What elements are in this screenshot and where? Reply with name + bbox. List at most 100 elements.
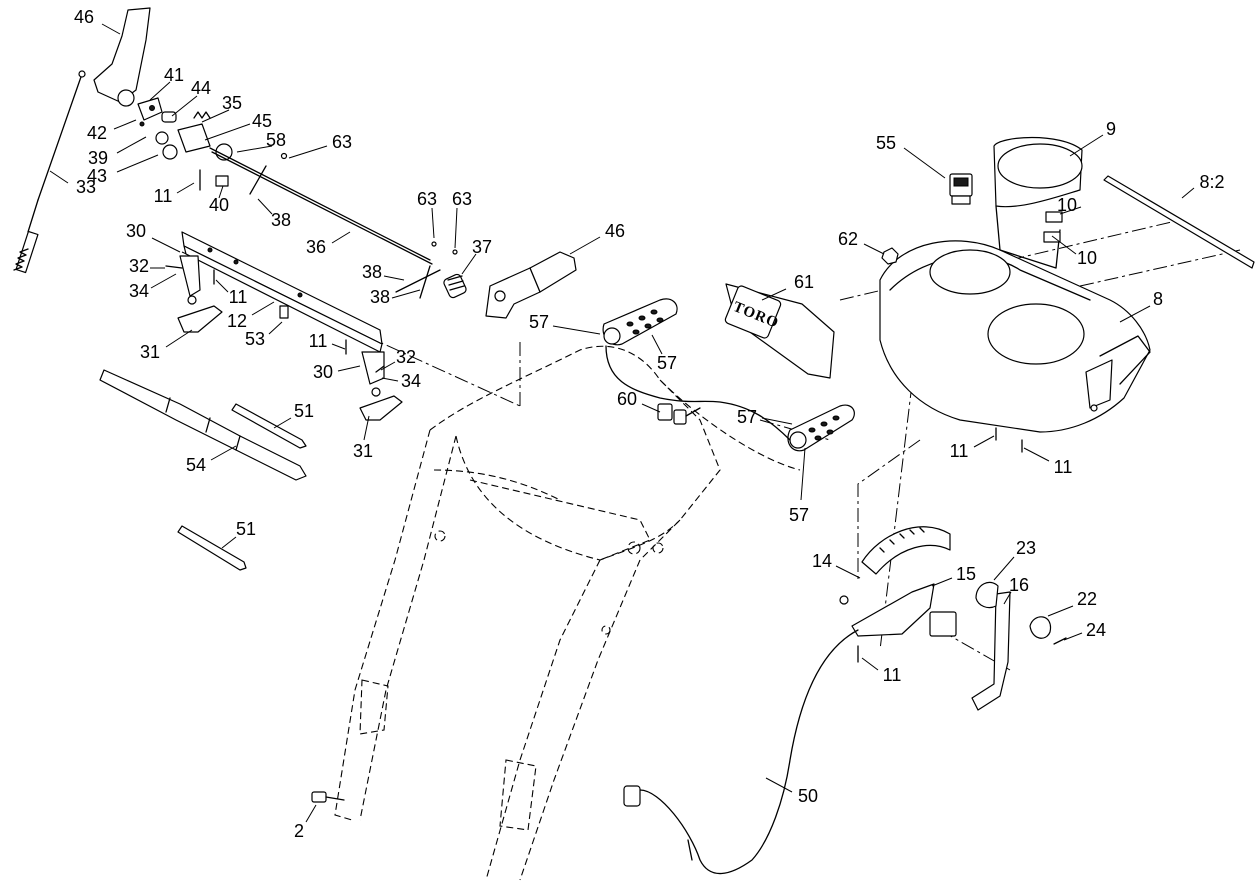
lever-46-right: [485, 251, 577, 319]
callout-c63c: 63: [452, 189, 472, 209]
callout-c14: 14: [812, 551, 832, 571]
leader-line-c11a: [176, 182, 195, 194]
cover-61: [724, 283, 835, 379]
callout-c16: 16: [1009, 575, 1029, 595]
leader-line-c39: [116, 136, 147, 154]
callout-c10b: 10: [1077, 248, 1097, 268]
leader-line-c38a: [257, 198, 273, 215]
callout-c24: 24: [1086, 620, 1106, 640]
knob-23: [975, 581, 999, 609]
leader-line-c15: [931, 577, 953, 587]
callout-c36: 36: [306, 237, 326, 257]
leader-line-c24: [1063, 632, 1083, 641]
leader-line-c55: [903, 147, 946, 179]
leader-line-c58: [236, 145, 273, 153]
cup-9: [993, 136, 1083, 269]
callout-c11d: 11: [950, 441, 969, 461]
leader-line-c57b: [651, 334, 663, 355]
leader-line-c16: [1003, 591, 1012, 605]
callout-c63b: 63: [417, 189, 437, 209]
callout-c11b: 11: [229, 287, 248, 307]
callout-c32a: 32: [129, 256, 149, 276]
callout-c37: 37: [472, 237, 492, 257]
leader-line-c57c: [761, 417, 793, 425]
leader-line-c11b: [215, 279, 229, 293]
grip-57-lower: [787, 404, 855, 452]
leader-line-c23: [993, 556, 1015, 581]
grip-57-upper: [602, 298, 678, 346]
callout-c46a: 46: [74, 7, 94, 27]
bolt-2: [311, 791, 345, 803]
leader-line-c53: [268, 321, 283, 335]
callout-c38c: 38: [370, 287, 390, 307]
leader-line-c33: [49, 170, 69, 184]
harness-50: [623, 629, 859, 875]
leader-line-c60: [641, 403, 661, 413]
callout-c51a: 51: [294, 401, 314, 421]
leader-line-c61: [761, 288, 787, 301]
callout-c31b: 31: [353, 441, 373, 461]
leader-line-c36: [331, 231, 351, 244]
callout-c62: 62: [838, 229, 858, 249]
leader-line-c2: [305, 804, 317, 823]
leader-line-c38b: [383, 275, 405, 281]
callout-c42: 42: [87, 123, 107, 143]
callout-c33: 33: [76, 177, 96, 197]
leader-line-c40: [218, 185, 224, 199]
callout-c35: 35: [222, 93, 242, 113]
pins-and-spring: [395, 241, 467, 299]
callout-c43: 43: [87, 166, 107, 186]
leader-line-c35: [201, 109, 230, 123]
leader-line-c50: [765, 777, 793, 793]
callout-c31a: 31: [140, 342, 160, 362]
leader-line-c45: [204, 123, 251, 141]
switch-55: [949, 173, 973, 205]
pivot-hardware: [139, 111, 433, 265]
leader-line-c63a: [288, 145, 328, 159]
callout-c11f: 11: [883, 665, 902, 685]
leader-line-c32b: [380, 361, 396, 371]
leader-line-c54: [210, 445, 237, 461]
clips-10: [1043, 211, 1063, 243]
callout-c46b: 46: [605, 221, 625, 241]
leader-line-c11c: [331, 343, 346, 350]
leader-line-c34b: [381, 377, 399, 382]
leader-lines: [49, 23, 1195, 823]
leader-line-c41: [149, 81, 171, 101]
callout-c57c: 57: [737, 407, 757, 427]
callout-c55: 55: [876, 133, 896, 153]
callout-c44: 44: [191, 78, 211, 98]
leader-line-c37: [461, 253, 477, 275]
callout-c12: 12: [227, 311, 247, 331]
leader-line-c30a: [151, 237, 181, 253]
callout-c57b: 57: [657, 353, 677, 373]
callout-c58: 58: [266, 130, 286, 150]
callout-c11e: 11: [1054, 457, 1073, 477]
bracket-16: [971, 591, 1011, 711]
leader-line-c57a: [552, 325, 601, 335]
leader-line-c34a: [150, 273, 177, 289]
callout-c57d: 57: [789, 505, 809, 525]
callout-c8: 8: [1153, 289, 1163, 309]
housing-8: [879, 240, 1151, 453]
leader-line-c10a: [1059, 206, 1082, 215]
plate-8-2: [1103, 175, 1255, 269]
callout-c11c: 11: [309, 331, 328, 351]
harness-60: [605, 345, 791, 441]
leader-line-c63c: [454, 207, 458, 249]
callout-c53: 53: [245, 329, 265, 349]
callout-c61: 61: [794, 272, 814, 292]
cam-lever-31-left: [165, 255, 223, 333]
callout-c82: 8:2: [1199, 172, 1224, 192]
leader-line-c30b: [337, 365, 361, 372]
leader-line-c31b: [363, 415, 370, 441]
leader-line-c11e: [1023, 447, 1050, 462]
leader-line-c63b: [431, 207, 435, 239]
cable-54: [99, 369, 307, 481]
leader-line-c22: [1047, 605, 1074, 617]
cable-33: [13, 70, 86, 274]
leader-line-c44: [171, 95, 198, 117]
leader-line-c11f: [861, 657, 879, 671]
callout-c40: 40: [209, 195, 229, 215]
